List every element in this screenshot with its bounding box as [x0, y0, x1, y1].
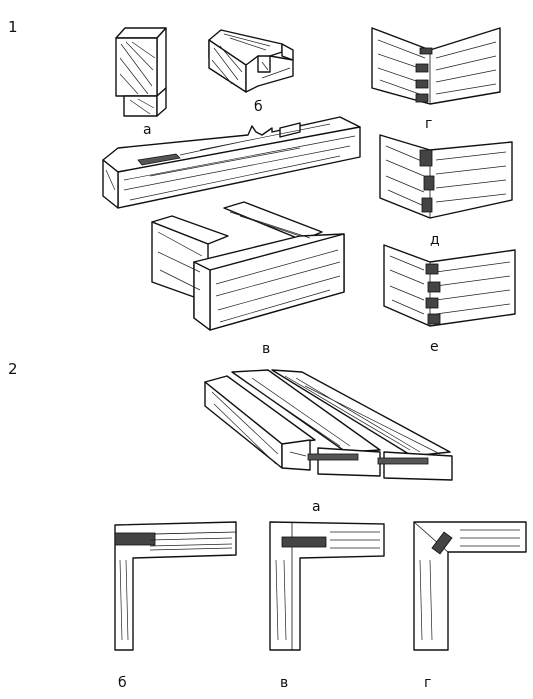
label-2g: г — [424, 675, 432, 691]
fig1a-tenon-block — [115, 27, 167, 117]
fig1d-dovetail-corner — [379, 134, 513, 219]
fig2g-mitered-corner — [413, 521, 527, 651]
label-2a: а — [312, 499, 321, 515]
section-2-number: 2 — [8, 360, 18, 378]
fig2b-frame-corner — [114, 521, 237, 651]
fig1v-bridle-joint — [151, 201, 345, 331]
label-2b: б — [118, 675, 127, 691]
label-1d: д — [430, 232, 440, 248]
label-1e: е — [430, 339, 439, 355]
fig2a-tongue-groove-boards — [204, 369, 453, 481]
fig2v-frame-corner — [269, 521, 385, 651]
fig1e-dovetail-corner — [383, 244, 516, 327]
section-1-number: 1 — [8, 18, 18, 36]
label-2v: в — [280, 675, 289, 691]
fig1b-grooved-block — [208, 29, 294, 93]
label-1a: а — [143, 122, 152, 138]
fig1-long-beam — [102, 116, 361, 209]
label-1v: в — [262, 341, 271, 357]
fig1g-dovetail-corner — [371, 27, 501, 105]
label-1g: г — [425, 116, 433, 132]
label-1b: б — [254, 99, 263, 115]
